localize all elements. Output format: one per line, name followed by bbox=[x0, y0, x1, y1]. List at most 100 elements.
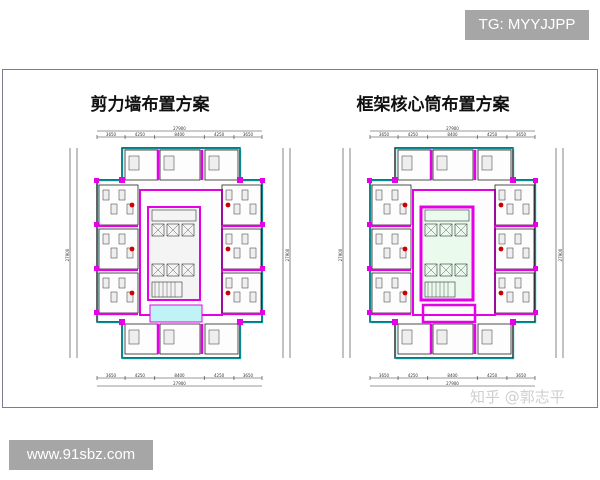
room-fixture bbox=[498, 189, 506, 201]
core-tube bbox=[147, 206, 201, 301]
kitchen-fixture bbox=[129, 246, 135, 252]
perimeter-column bbox=[367, 266, 372, 271]
dimension-label: 3650 bbox=[516, 373, 527, 378]
perimeter-column bbox=[260, 178, 265, 183]
room-fixture bbox=[241, 277, 249, 289]
room-fixture bbox=[401, 329, 413, 345]
kitchen-fixture bbox=[402, 290, 408, 296]
kitchen-fixture bbox=[225, 290, 231, 296]
kitchen-fixture bbox=[402, 202, 408, 208]
elevator-cross bbox=[181, 263, 195, 277]
wall-column bbox=[119, 177, 125, 183]
dimension-label: 4250 bbox=[214, 132, 225, 137]
dimension-label: 3650 bbox=[243, 373, 254, 378]
perimeter-column bbox=[260, 266, 265, 271]
room-fixture bbox=[102, 277, 110, 289]
room-fixture bbox=[391, 277, 399, 289]
wing-unit-top bbox=[204, 149, 239, 181]
perimeter-column bbox=[94, 266, 99, 271]
room-fixture bbox=[514, 233, 522, 245]
perimeter-column bbox=[367, 310, 372, 315]
dimension-total-label: 27900 bbox=[173, 126, 186, 131]
site-tag: www.91sbz.com bbox=[9, 440, 153, 470]
dimension-label: 8400 bbox=[447, 132, 458, 137]
room-fixture bbox=[401, 155, 413, 171]
room-fixture bbox=[249, 247, 257, 259]
kitchen-fixture bbox=[225, 202, 231, 208]
shear-wall-title: 剪力墙布置方案 bbox=[90, 95, 210, 115]
wing-unit-top bbox=[432, 149, 474, 181]
room-fixture bbox=[110, 291, 118, 303]
elevator-shaft bbox=[454, 223, 468, 237]
room-fixture bbox=[506, 247, 514, 259]
dimension-label: 8400 bbox=[447, 373, 458, 378]
room-fixture bbox=[481, 155, 493, 171]
elevator-shaft bbox=[424, 263, 438, 277]
room-fixture bbox=[436, 155, 448, 171]
elevator-shaft bbox=[166, 263, 180, 277]
room-fixture bbox=[498, 277, 506, 289]
elevator-cross bbox=[424, 223, 438, 237]
dimension-label: 4250 bbox=[487, 132, 498, 137]
room-fixture bbox=[225, 277, 233, 289]
perimeter-column bbox=[94, 222, 99, 227]
room-fixture bbox=[208, 155, 220, 171]
kitchen-fixture bbox=[498, 290, 504, 296]
kitchen-fixture bbox=[498, 202, 504, 208]
room-fixture bbox=[375, 189, 383, 201]
room-fixture bbox=[233, 291, 241, 303]
room-fixture bbox=[383, 291, 391, 303]
dimension-label: 4250 bbox=[487, 373, 498, 378]
perimeter-column bbox=[260, 222, 265, 227]
room-fixture bbox=[391, 233, 399, 245]
core-tube bbox=[419, 205, 475, 302]
side-dimension-label: 27900 bbox=[558, 248, 563, 261]
dimension-label: 8400 bbox=[174, 132, 185, 137]
kitchen-fixture bbox=[129, 290, 135, 296]
perimeter-column bbox=[533, 222, 538, 227]
perimeter-column bbox=[533, 310, 538, 315]
room-fixture bbox=[208, 329, 220, 345]
elevator-shaft bbox=[424, 223, 438, 237]
room-fixture bbox=[233, 203, 241, 215]
perimeter-column bbox=[367, 178, 372, 183]
room-fixture bbox=[163, 329, 175, 345]
elevator-shaft bbox=[181, 223, 195, 237]
frame-core-title: 框架核心筒布置方案 bbox=[356, 95, 510, 115]
room-fixture bbox=[102, 189, 110, 201]
dimension-label: 3650 bbox=[516, 132, 527, 137]
elevator-shaft bbox=[439, 223, 453, 237]
room-fixture bbox=[383, 203, 391, 215]
room-fixture bbox=[522, 203, 530, 215]
elevator-cross bbox=[439, 223, 453, 237]
perimeter-column bbox=[533, 178, 538, 183]
room-fixture bbox=[128, 155, 140, 171]
room-fixture bbox=[436, 329, 448, 345]
room-fixture bbox=[102, 233, 110, 245]
elevator-shaft bbox=[151, 263, 165, 277]
room-fixture bbox=[375, 233, 383, 245]
elevator-shaft bbox=[439, 263, 453, 277]
dimension-label: 3650 bbox=[379, 132, 390, 137]
room-fixture bbox=[375, 277, 383, 289]
room-fixture bbox=[163, 155, 175, 171]
room-fixture bbox=[498, 233, 506, 245]
elevator-cross bbox=[181, 223, 195, 237]
wall-column bbox=[392, 177, 398, 183]
wall-column bbox=[237, 177, 243, 183]
dimension-label: 3650 bbox=[106, 373, 117, 378]
room-fixture bbox=[522, 291, 530, 303]
room-fixture bbox=[391, 189, 399, 201]
room-fixture bbox=[110, 203, 118, 215]
elevator-cross bbox=[439, 263, 453, 277]
wing-unit-bottom bbox=[432, 323, 474, 355]
dimension-label: 8400 bbox=[174, 373, 185, 378]
elevator-cross bbox=[151, 263, 165, 277]
room-fixture bbox=[128, 329, 140, 345]
room-fixture bbox=[225, 189, 233, 201]
dimension-label: 4250 bbox=[214, 373, 225, 378]
perimeter-column bbox=[260, 310, 265, 315]
dimension-label: 4250 bbox=[408, 132, 419, 137]
elevator-cross bbox=[454, 263, 468, 277]
